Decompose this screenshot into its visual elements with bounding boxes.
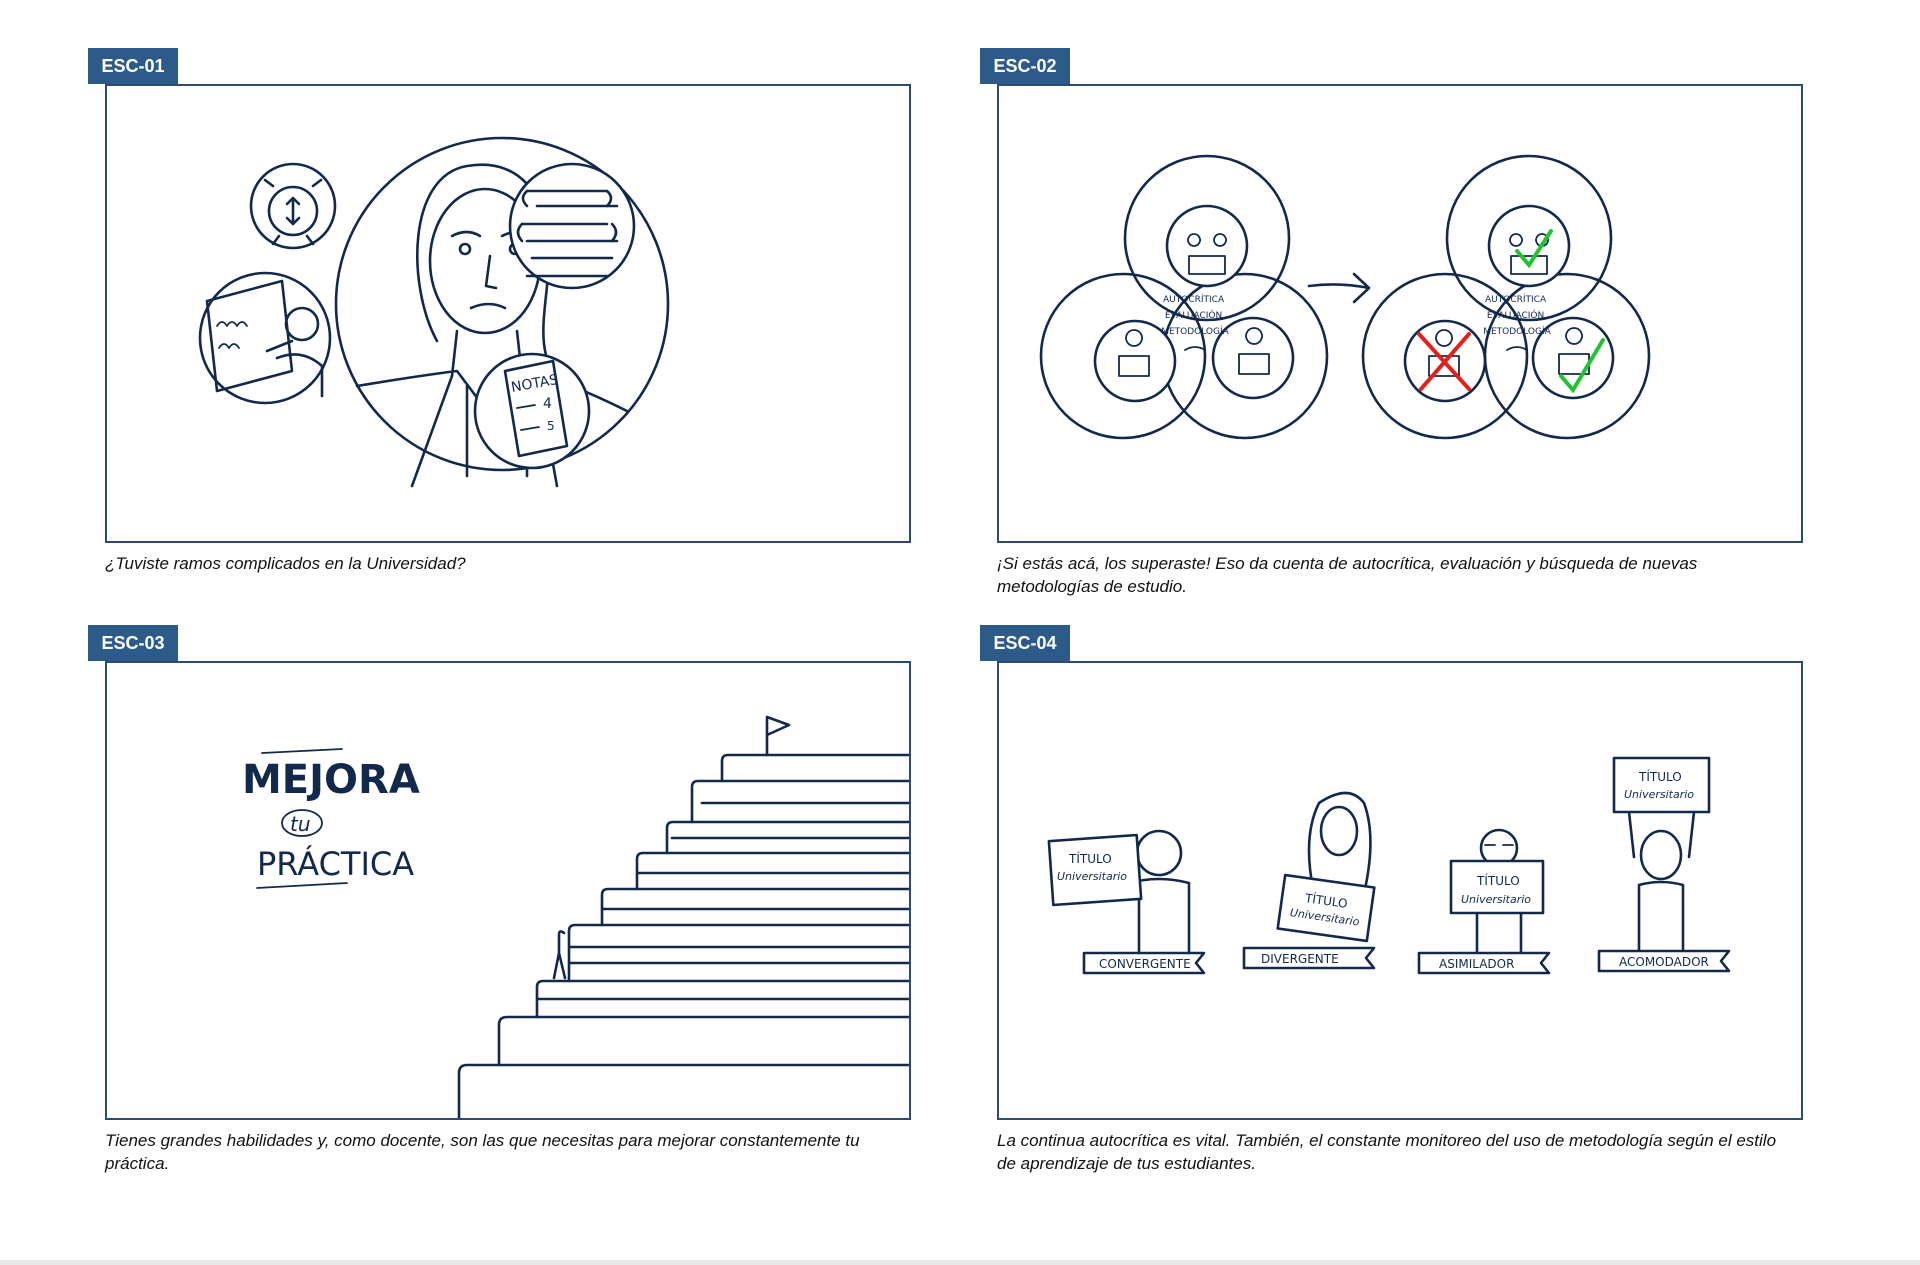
center-line: EVALUACIÓN bbox=[1165, 309, 1222, 321]
cross-icon bbox=[1417, 332, 1471, 391]
scene-4: ESC-04 TÍTULO Universitario CONVERGENTE … bbox=[980, 625, 1810, 1185]
scene-illustration: AUTOCRÍTICA EVALUACIÓN METODOLOGÍA AUTOC… bbox=[997, 84, 1803, 543]
style-label: ASIMILADOR bbox=[1439, 957, 1514, 971]
sign-title: TÍTULO bbox=[1638, 769, 1682, 784]
scene-tag: ESC-03 bbox=[88, 625, 178, 661]
center-line: METODOLOGÍA bbox=[1161, 325, 1229, 337]
check-icon bbox=[1559, 338, 1605, 394]
grade-1: 4 bbox=[543, 396, 552, 412]
center-line: AUTOCRÍTICA bbox=[1485, 293, 1547, 305]
scene-2: ESC-02 AUTOCRÍTICA EVALUACIÓN METODOLOGÍ… bbox=[980, 48, 1810, 608]
climber-figure bbox=[552, 930, 567, 980]
center-line: AUTOCRÍTICA bbox=[1163, 293, 1225, 305]
sign-subtitle: Universitario bbox=[1057, 870, 1127, 883]
sign-title: TÍTULO bbox=[1476, 873, 1520, 888]
scene-3: ESC-03 MEJORA tu PRÁCTICA Tienes grandes… bbox=[88, 625, 918, 1185]
scene-tag: ESC-04 bbox=[980, 625, 1070, 661]
lettering-line-1: MEJORA bbox=[242, 757, 420, 803]
svg-text:AUTOCRÍTICA EVALUACIÓN: AUTOCRÍTICA EVALUACIÓN METODOLOGÍA bbox=[1161, 293, 1229, 337]
scene-illustration: NOTAS 4 5 bbox=[105, 84, 911, 543]
style-label: DIVERGENTE bbox=[1261, 952, 1339, 966]
scene-1: ESC-01 bbox=[88, 48, 918, 608]
lettering-line-3: PRÁCTICA bbox=[257, 845, 414, 883]
sign-subtitle: Universitario bbox=[1624, 788, 1694, 801]
svg-text:AUTOCRÍTICA EVALUACIÓN: AUTOCRÍTICA EVALUACIÓN METODOLOGÍA bbox=[1483, 293, 1551, 337]
scene-caption: ¿Tuviste ramos complicados en la Univers… bbox=[105, 554, 466, 573]
style-label: ACOMODADOR bbox=[1619, 955, 1709, 969]
center-line: METODOLOGÍA bbox=[1483, 325, 1551, 337]
scene-illustration: TÍTULO Universitario CONVERGENTE TÍTULO … bbox=[997, 661, 1803, 1120]
learning-styles-illustration: TÍTULO Universitario CONVERGENTE TÍTULO … bbox=[1047, 756, 1731, 975]
book-stairs-illustration: MEJORA tu PRÁCTICA bbox=[242, 715, 909, 1118]
sign-title: TÍTULO bbox=[1303, 890, 1348, 911]
style-label: CONVERGENTE bbox=[1099, 957, 1191, 971]
sign-subtitle: Universitario bbox=[1461, 893, 1531, 906]
scene-caption: ¡Si estás acá, los superaste! Eso da cue… bbox=[997, 554, 1698, 596]
grade-2: 5 bbox=[547, 419, 555, 433]
stressed-student-illustration: NOTAS 4 5 bbox=[198, 136, 670, 488]
scene-illustration: MEJORA tu PRÁCTICA bbox=[105, 661, 911, 1120]
lettering-line-2: tu bbox=[290, 812, 311, 836]
check-icon bbox=[1515, 229, 1553, 269]
page-bottom-rule bbox=[0, 1260, 1920, 1265]
arrow-icon bbox=[1307, 272, 1371, 304]
methodology-cycle-illustration: AUTOCRÍTICA EVALUACIÓN METODOLOGÍA AUTOC… bbox=[1039, 154, 1651, 440]
scene-tag: ESC-01 bbox=[88, 48, 178, 84]
center-line: EVALUACIÓN bbox=[1487, 309, 1544, 321]
scene-tag: ESC-02 bbox=[980, 48, 1070, 84]
scene-caption: Tienes grandes habilidades y, como docen… bbox=[105, 1131, 860, 1173]
sign-title: TÍTULO bbox=[1068, 851, 1112, 866]
scene-caption: La continua autocrítica es vital. Tambié… bbox=[997, 1131, 1777, 1173]
